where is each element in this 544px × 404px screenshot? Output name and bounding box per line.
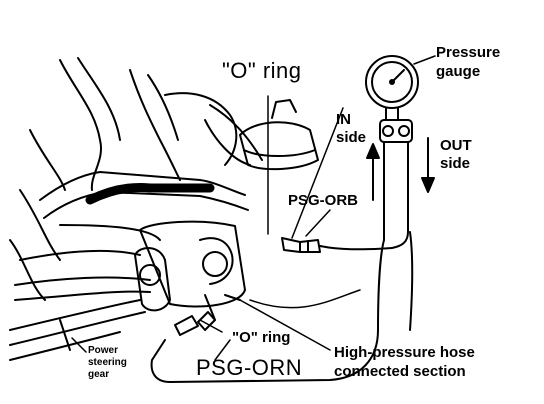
psg-orn-label: PSG-ORN: [196, 355, 303, 380]
pump-body: [134, 220, 246, 321]
hoses-left: [14, 171, 249, 301]
psg-orb-fitting: [281, 237, 321, 253]
o-ring-bottom-label: "O" ring: [232, 329, 291, 346]
out-side-arrow: [421, 137, 435, 193]
high-pressure-hose-label-line2: connected section: [334, 363, 466, 380]
power-steering-gear-label-line2: steering: [88, 357, 127, 368]
leader-lines: [71, 55, 436, 361]
power-steering-gear-label-line3: gear: [88, 369, 110, 380]
psg-orb-label: PSG-ORB: [288, 192, 359, 209]
steering-gear: [9, 299, 146, 361]
in-side-arrow: [366, 143, 380, 201]
pressure-gauge-drawing: [365, 55, 419, 161]
out-side-label-line2: side: [440, 155, 471, 172]
power-steering-gear-label-line1: Power: [88, 345, 119, 356]
in-side-label-line2: side: [336, 129, 367, 146]
engine-outline: [9, 57, 263, 301]
o-ring-top-label: "O" ring: [222, 58, 302, 83]
pressure-gauge-label-line1: Pressure: [436, 44, 501, 61]
high-pressure-hose-label-line1: High-pressure hose: [334, 344, 475, 361]
out-side-label-line1: OUT: [440, 137, 472, 154]
reservoir-tank: [239, 99, 319, 171]
psg-orn-fitting: [174, 311, 216, 336]
gauge-hoses: [150, 159, 414, 383]
in-side-label-line1: IN: [336, 111, 351, 128]
pressure-gauge-label-line2: gauge: [436, 63, 481, 80]
